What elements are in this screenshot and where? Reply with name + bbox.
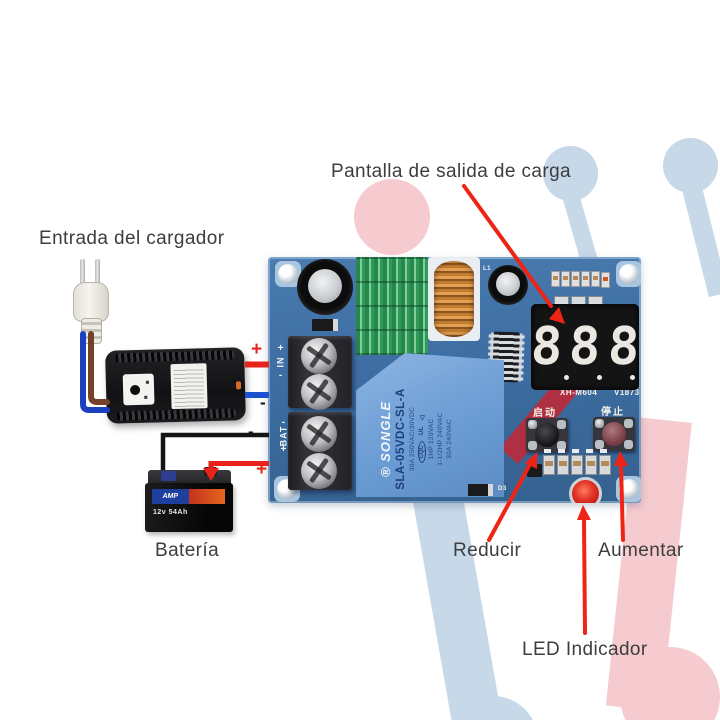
resistor <box>599 455 611 475</box>
resistor <box>561 271 570 287</box>
battery-spec: 12v 54Ah <box>153 509 188 516</box>
stop-button[interactable] <box>593 417 635 451</box>
relay: ® SONGLE SLA-05VDC-SL-A 30A 250VAC/30VDC… <box>356 353 504 497</box>
label-decrease: Reducir <box>453 540 522 561</box>
silkscreen-in: + IN - <box>275 343 286 381</box>
transistor <box>527 464 542 477</box>
display-dp-1 <box>564 375 569 380</box>
relay-spec2: 1-1/2HP 240VAC <box>436 412 444 466</box>
resistor <box>543 455 555 475</box>
resistor-label <box>544 449 551 453</box>
resistor <box>581 271 590 287</box>
relay-part-number: SLA-05VDC-SL-A <box>394 388 407 490</box>
terminal-block-bat <box>288 412 352 490</box>
wire-blue-plug <box>80 331 110 413</box>
terminal-screw-bat-plus <box>301 453 337 489</box>
decor-pink-pin-circle-bottom <box>620 647 720 720</box>
mount-hole-br <box>616 476 641 502</box>
silkscreen-bat: - BAT + <box>278 417 289 455</box>
terminal-screw-in-minus <box>301 374 337 410</box>
label-display: Pantalla de salida de carga <box>331 161 572 182</box>
decor-blue-pin-stem-2 <box>682 185 720 298</box>
resistor <box>591 271 600 287</box>
indicator-led <box>569 477 602 503</box>
battery-logo <box>188 489 225 504</box>
resistor <box>571 455 583 475</box>
mount-hole-tr <box>616 261 641 287</box>
capacitor-small <box>488 265 528 305</box>
charger-adapter <box>105 347 246 424</box>
pcb-board: L1 8 8 8 ® SONGLE SLA-05VDC-SL-A 30A 250… <box>268 257 641 503</box>
resistor <box>601 272 610 288</box>
start-button-label: 启动 <box>533 408 557 419</box>
inductor-coil <box>434 261 474 337</box>
charger-led <box>235 381 242 390</box>
relay-spec3: 30A 240VAC <box>445 419 453 459</box>
diode-d3-label: D3 <box>498 486 507 492</box>
display-digit-1: 8 <box>529 317 564 377</box>
plug-prong-left <box>80 259 85 285</box>
relay-spec1: 1HP 120VAC <box>427 418 435 460</box>
battery-label-band: AMP <box>152 489 225 504</box>
inductor-label: L1 <box>483 266 492 272</box>
mark-bat-minus: - <box>248 422 254 441</box>
relay-vde-logo: ◁ <box>418 415 426 421</box>
relay-brand: ® SONGLE <box>377 400 393 478</box>
label-increase: Aumentar <box>598 540 684 561</box>
battery-body: AMP 12v 54Ah <box>145 483 233 532</box>
mark-in-plus: + <box>251 339 263 360</box>
label-battery: Batería <box>155 540 220 561</box>
battery-brand: AMP <box>152 489 189 504</box>
resistor-label <box>600 449 607 453</box>
terminal-screw-in-plus <box>301 338 337 374</box>
arrow-led-line <box>582 518 587 635</box>
mount-hole-tl <box>275 261 301 287</box>
plug-strain-relief <box>81 318 102 344</box>
heatsink <box>356 257 428 355</box>
charger-spec-label <box>170 363 208 411</box>
display-digit-2: 8 <box>567 317 603 377</box>
arrow-led-head <box>577 505 591 520</box>
mark-bat-plus: + <box>256 459 268 480</box>
relay-markings: ® SONGLE SLA-05VDC-SL-A 30A 250VAC/30VDC… <box>356 364 475 497</box>
display-dp-3 <box>630 375 635 380</box>
relay-rating: 30A 250VAC/30VDC <box>408 406 416 472</box>
start-button[interactable] <box>526 418 568 452</box>
resistor-label <box>586 449 593 453</box>
resistor <box>551 271 560 287</box>
label-led-indicator: LED Indicador <box>522 639 648 660</box>
resistor <box>585 455 597 475</box>
resistor <box>571 271 580 287</box>
display-digit-3: 8 <box>606 317 641 377</box>
display-dp-2 <box>597 375 602 380</box>
label-charger-input: Entrada del cargador <box>39 228 225 249</box>
terminal-screw-bat-minus <box>301 416 337 452</box>
charger-vents-top <box>115 350 235 363</box>
mark-in-minus: - <box>260 393 266 412</box>
decor-blue-pin-circle-2 <box>663 138 718 193</box>
battery: AMP 12v 54Ah <box>145 461 234 533</box>
relay-cqc-logo: CQC <box>417 441 426 463</box>
decor-pink-circle-top <box>354 179 430 255</box>
relay-ul-logo: UL <box>418 426 425 436</box>
resistor-label <box>558 449 565 453</box>
resistor <box>557 455 569 475</box>
seven-segment-display: 8 8 8 <box>529 304 641 390</box>
plug-prong-right <box>95 259 100 285</box>
charger-socket-label <box>122 373 155 406</box>
battery-positive-terminal <box>204 467 217 476</box>
diode-d1 <box>312 319 338 331</box>
resistor-label <box>572 449 579 453</box>
capacitor-large <box>297 259 353 315</box>
stop-button-label: 停止 <box>601 407 625 418</box>
terminal-block-in <box>288 336 352 410</box>
power-plug <box>73 282 109 322</box>
diode-d3 <box>468 484 493 496</box>
board-version: V1873 <box>614 388 640 397</box>
charger-vents-bottom <box>116 408 236 421</box>
battery-negative-clamp <box>161 471 176 481</box>
board-model: XH-M604 <box>560 388 598 397</box>
